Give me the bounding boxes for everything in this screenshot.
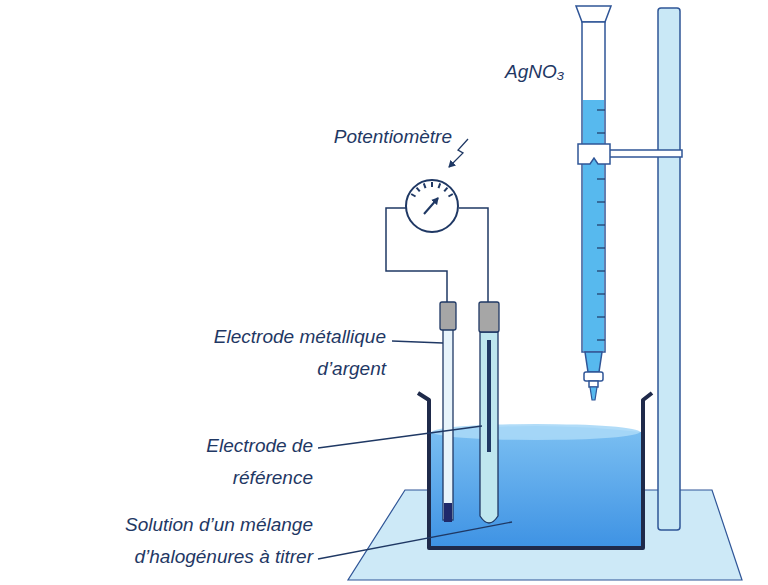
graduation-mark (597, 247, 605, 248)
graduation-mark (597, 339, 605, 340)
leader-line (318, 522, 512, 559)
graduation-mark (597, 316, 605, 317)
scale-mark (411, 194, 415, 197)
scale-mark (448, 194, 452, 197)
graduation-mark (597, 201, 605, 202)
reference-electrode (479, 302, 499, 523)
wire (459, 208, 488, 302)
leader-line (318, 426, 482, 448)
titrated-solution (431, 426, 641, 546)
graduation-mark (597, 270, 605, 271)
scale-mark (424, 183, 426, 188)
graduation-mark (597, 178, 605, 179)
part-label: Solution d’un mélange d’halogénures à ti… (58, 509, 313, 573)
silver-electrode (440, 302, 456, 522)
scale-mark (438, 183, 440, 188)
leader-line (392, 341, 443, 343)
graduation-mark (597, 224, 605, 225)
burette-clamp (578, 144, 682, 164)
part-label: Electrode de référence (170, 430, 313, 494)
scale-mark (431, 182, 433, 187)
beaker (418, 393, 652, 548)
graduation-mark (597, 109, 605, 110)
potentiometer-gauge (406, 180, 458, 232)
stand-rod (658, 8, 680, 530)
burette (576, 6, 611, 400)
part-label: Electrode métallique d’argent (172, 321, 386, 385)
graduation-mark (597, 293, 605, 294)
liquid-surface (432, 424, 640, 440)
scale-mark (444, 188, 447, 192)
graduation-mark (597, 132, 605, 133)
part-label: Potentiomètre (290, 121, 452, 153)
scale-mark (417, 188, 420, 192)
reagent-label: AgNO₃ (505, 56, 605, 88)
